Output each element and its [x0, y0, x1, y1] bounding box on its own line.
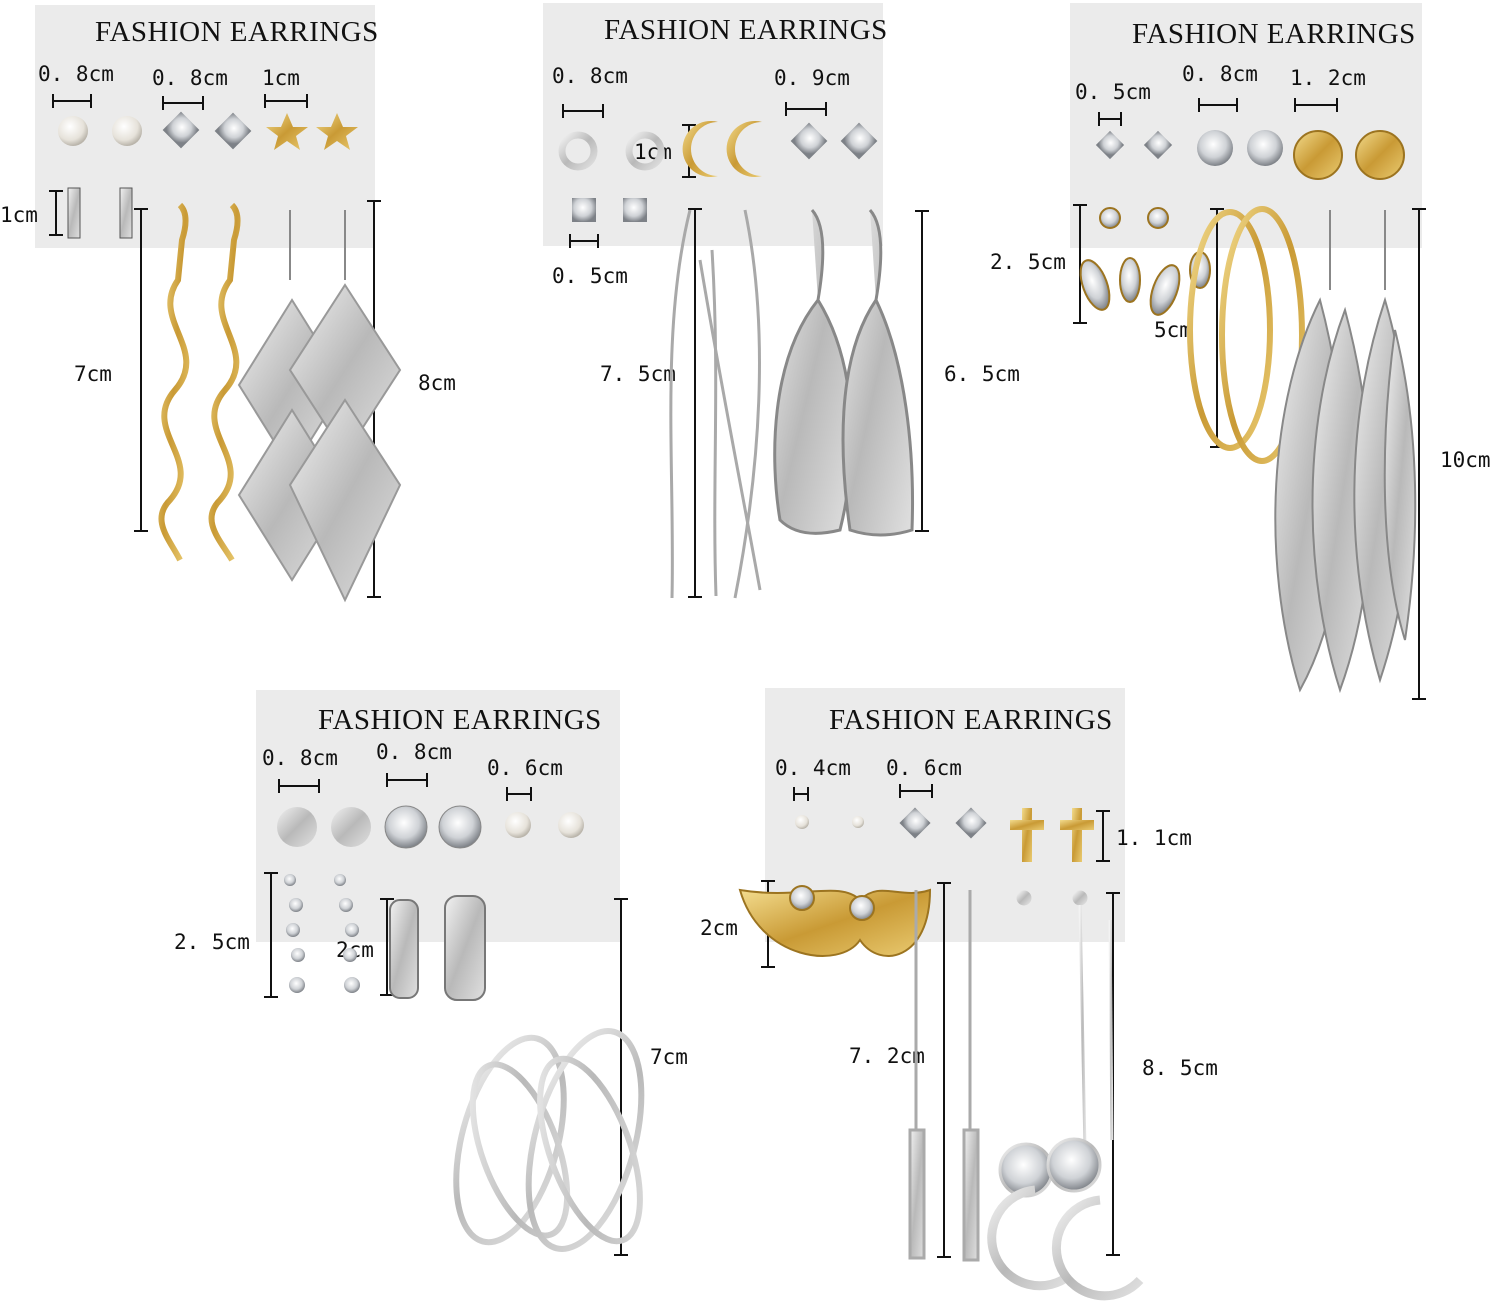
measure-bar [785, 102, 827, 116]
size-label: 7cm [74, 362, 112, 386]
crystal-stud-icon [384, 805, 482, 849]
disco-ball-stud-icon [1197, 130, 1283, 166]
gold-twist-drop-icon [158, 202, 241, 562]
measure-bar [899, 784, 933, 798]
pearl-stud-icon [58, 116, 142, 146]
gold-hoop-icon [1187, 206, 1305, 464]
pearl-stud-icon [795, 815, 864, 829]
size-label: 7cm [650, 1045, 688, 1069]
measure-bar [380, 898, 394, 996]
frosted-huggie-hoop-icon [389, 895, 486, 1001]
measure-bar [506, 787, 532, 801]
crystal-stud-icon [899, 807, 987, 839]
threader-wire-icon [669, 209, 762, 599]
size-label: 6. 5cm [944, 362, 1020, 386]
size-label: 7. 2cm [849, 1044, 925, 1068]
size-label: 2cm [700, 916, 738, 940]
measure-bar [569, 234, 599, 248]
measure-bar [562, 104, 604, 118]
measure-bar [49, 190, 63, 236]
size-label: 0. 6cm [487, 756, 563, 780]
crystal-ear-jacket-icon [1079, 207, 1211, 316]
sun-moon-chain-drop-icon [987, 890, 1144, 1301]
size-label: 0. 4cm [775, 756, 851, 780]
open-circle-stud-icon [558, 131, 665, 171]
measure-bar [134, 208, 148, 532]
earring-card-3 [1070, 3, 1422, 248]
knot-stud-icon [1293, 130, 1405, 180]
size-label: 0. 6cm [886, 756, 962, 780]
measure-bar [1198, 98, 1238, 112]
measure-bar [793, 787, 809, 801]
size-label: 5cm [1154, 318, 1192, 342]
bar-stud-icon [67, 187, 133, 239]
size-label: 8cm [418, 371, 456, 395]
size-label: 0. 5cm [552, 264, 628, 288]
size-label: 1cm [0, 203, 38, 227]
pearl-stud-icon [505, 812, 584, 838]
measure-bar [688, 208, 702, 598]
lotus-ear-jacket-icon [738, 885, 932, 957]
size-label: 1cm [634, 140, 672, 164]
measure-bar [1412, 208, 1426, 700]
cross-stud-icon [1010, 808, 1094, 862]
silver-leaf-drop-icon [1274, 210, 1417, 694]
size-label: 0. 8cm [152, 66, 228, 90]
size-label: 2. 5cm [174, 930, 250, 954]
frosted-ball-stud-icon [277, 807, 371, 847]
silver-twist-drop-icon [453, 900, 645, 1252]
silver-teardrop-hoop-icon [773, 208, 915, 537]
card-title-1: FASHION EARRINGS [95, 16, 379, 48]
crystal-stud-icon [572, 122, 878, 222]
size-label: 0. 8cm [376, 740, 452, 764]
earring-card-2 [543, 3, 883, 246]
card-title-3: FASHION EARRINGS [1132, 18, 1416, 50]
measure-bar [162, 96, 204, 110]
measure-bar [1098, 112, 1122, 126]
size-label: 0. 9cm [774, 66, 850, 90]
earring-card-4 [256, 690, 620, 942]
size-label: 7. 5cm [600, 362, 676, 386]
measure-bar [614, 898, 628, 1256]
bar-threader-icon [908, 890, 980, 1262]
measure-bar [52, 94, 92, 108]
size-label: 1. 1cm [1116, 826, 1192, 850]
size-label: 0. 8cm [1182, 62, 1258, 86]
size-label: 0. 8cm [38, 62, 114, 86]
measure-bar [1096, 810, 1110, 862]
size-label: 8. 5cm [1142, 1056, 1218, 1080]
size-label: 2. 5cm [990, 250, 1066, 274]
measure-bar [264, 872, 278, 998]
size-label: 10cm [1440, 448, 1491, 472]
star-stud-icon [266, 113, 358, 150]
measure-bar [1106, 892, 1120, 1256]
crystal-climber-icon [284, 874, 360, 993]
silver-diamond-drop-icon [237, 210, 402, 603]
measure-bar [915, 210, 929, 532]
card-title-4: FASHION EARRINGS [318, 704, 602, 736]
earring-card-1 [35, 5, 375, 248]
card-title-2: FASHION EARRINGS [604, 14, 888, 46]
crescent-moon-stud-icon [682, 121, 762, 177]
size-label: 0. 8cm [262, 746, 338, 770]
size-label: 1. 2cm [1290, 66, 1366, 90]
measure-bar [1294, 98, 1338, 112]
measure-bar [1073, 204, 1087, 324]
size-label: 0. 8cm [552, 64, 628, 88]
card-title-5: FASHION EARRINGS [829, 704, 1113, 736]
measure-bar [1210, 208, 1224, 448]
crystal-stud-icon [162, 111, 252, 150]
size-label: 1cm [262, 66, 300, 90]
crystal-stud-icon [1095, 130, 1173, 160]
measure-bar [278, 779, 320, 793]
measure-bar [937, 882, 951, 1258]
measure-bar [386, 773, 428, 787]
size-label: 0. 5cm [1075, 80, 1151, 104]
measure-bar [264, 94, 308, 108]
